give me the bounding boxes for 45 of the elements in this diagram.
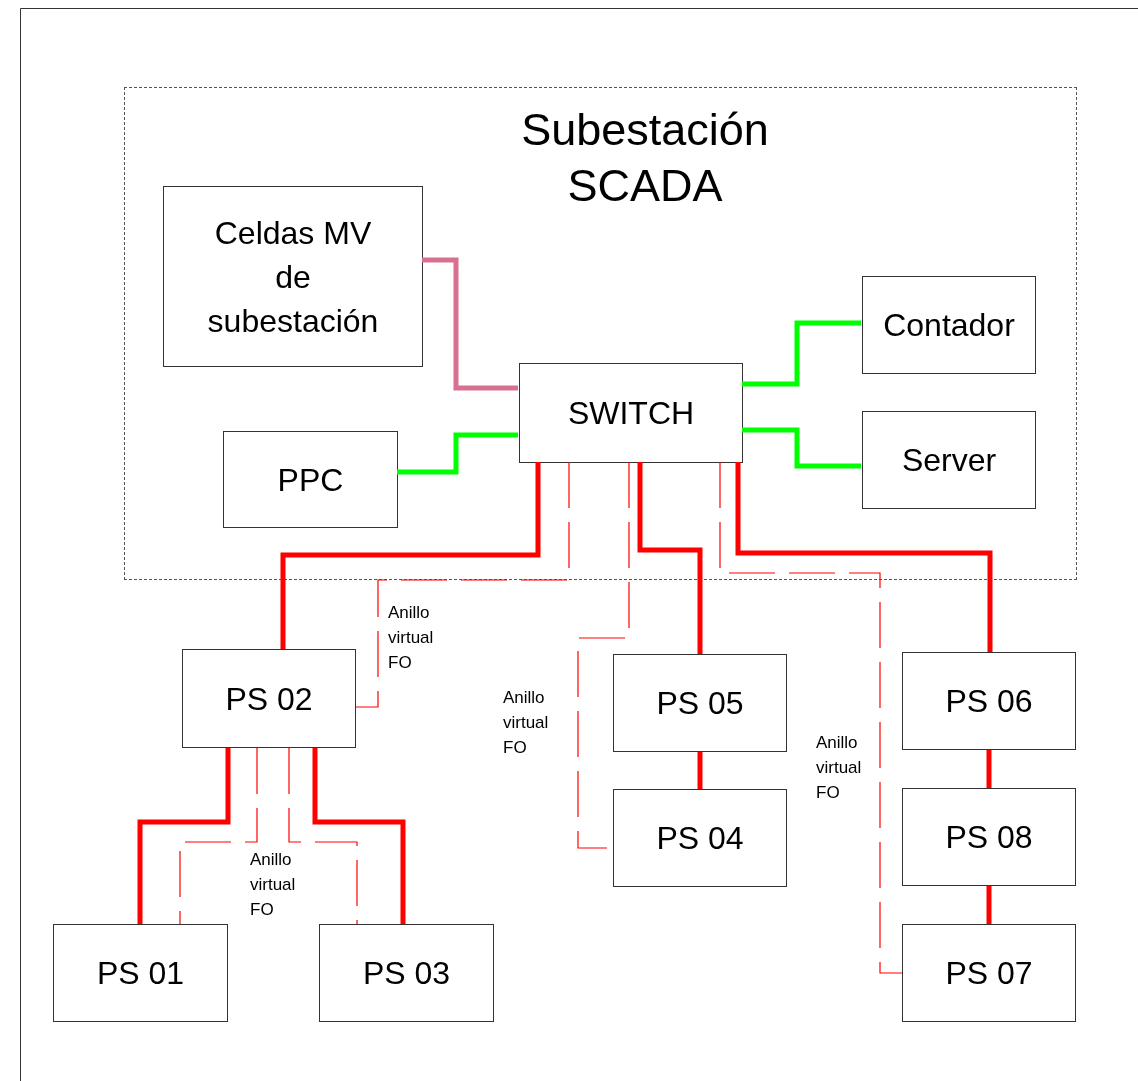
device-label: PS 04	[656, 819, 744, 858]
device-box	[902, 788, 1076, 886]
substation-region	[124, 87, 1077, 580]
device-box	[319, 924, 494, 1022]
cable-line	[697, 752, 703, 789]
device-box	[613, 789, 787, 887]
device-box	[163, 186, 423, 367]
fiber-ring-line	[288, 747, 358, 925]
device-box	[519, 363, 743, 463]
device-label: PS 03	[362, 954, 451, 993]
device-box	[862, 411, 1036, 509]
device-label: Contador	[883, 306, 1015, 345]
cable-line	[397, 432, 518, 475]
fiber-ring-line	[719, 461, 903, 974]
device-label: PS 08	[945, 818, 1033, 857]
cable-line	[742, 320, 861, 387]
region-title: Subestación SCADA	[520, 103, 770, 213]
cable-line	[735, 462, 993, 652]
device-label: Celdas MV de subestación	[206, 213, 380, 341]
device-label: PPC	[277, 460, 344, 500]
device-label: PS 07	[945, 954, 1033, 993]
device-box	[223, 431, 398, 528]
fiber-ring-line	[179, 747, 258, 925]
device-box	[53, 924, 228, 1022]
cable-line	[280, 462, 541, 649]
fiber-ring-line	[577, 461, 630, 849]
cable-line	[986, 886, 992, 924]
device-box	[902, 924, 1076, 1022]
device-label: Server	[901, 441, 997, 480]
fiber-ring-line	[355, 461, 570, 708]
device-label: PS 05	[656, 684, 744, 723]
cable-line	[312, 748, 406, 924]
device-label: SWITCH	[567, 394, 695, 433]
device-box	[613, 654, 787, 752]
cable-line	[742, 427, 861, 469]
cable-line	[422, 257, 518, 391]
cable-line	[986, 750, 992, 788]
cable-line	[137, 748, 231, 924]
device-label: PS 06	[945, 682, 1033, 721]
device-box	[862, 276, 1036, 374]
cable-line	[637, 462, 703, 654]
device-label: PS 02	[225, 679, 313, 719]
device-label: PS 01	[96, 954, 185, 993]
device-box	[902, 652, 1076, 750]
device-box	[182, 649, 356, 748]
